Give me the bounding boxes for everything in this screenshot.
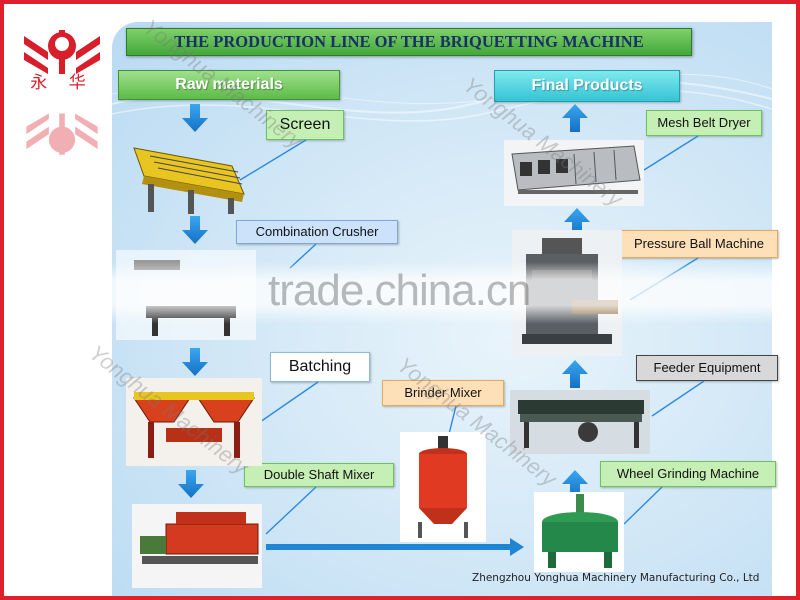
arrow-down-3 (182, 348, 208, 376)
screen-machine (133, 147, 245, 214)
site-watermark: trade.china.cn (268, 266, 531, 315)
diagram-title: THE PRODUCTION LINE OF THE BRIQUETTING M… (126, 28, 692, 56)
batching-machine (126, 378, 262, 466)
flow-arrows (178, 104, 590, 556)
pressure-ball-machine-label: Pressure Ball Machine (620, 230, 778, 258)
arrow-right-long (266, 538, 524, 556)
arrow-up-3 (562, 360, 588, 388)
watermark-band (4, 262, 796, 324)
arrow-down-1 (182, 104, 208, 132)
feeder-equipment-label: Feeder Equipment (636, 355, 778, 381)
mesh-belt-dryer-machine (504, 140, 644, 206)
double-shaft-mixer-label: Double Shaft Mixer (244, 463, 394, 487)
screen-label: Screen (266, 110, 344, 140)
logo-emblem (24, 24, 100, 76)
wheel-grinding-machine (534, 492, 624, 572)
arrow-down-4 (178, 470, 204, 498)
logo-text: 永 华 (30, 73, 94, 93)
wheel-grinding-machine-label: Wheel Grinding Machine (600, 461, 776, 487)
double-shaft-mixer-machine (132, 504, 262, 588)
arrow-up-2 (564, 208, 590, 236)
company-logo (18, 18, 106, 114)
final-products-label: Final Products (494, 70, 680, 102)
arrow-up-4 (562, 470, 588, 498)
raw-materials-label: Raw materials (118, 70, 340, 100)
brinder-mixer-machine (400, 432, 486, 542)
combination-crusher-label: Combination Crusher (236, 220, 398, 244)
brinder-mixer-label: Brinder Mixer (382, 380, 504, 406)
feeder-equipment-machine (510, 390, 650, 454)
logo-reflection (18, 106, 106, 166)
batching-label: Batching (270, 352, 370, 382)
mesh-belt-dryer-label: Mesh Belt Dryer (646, 110, 762, 136)
company-footer: Zhengzhou Yonghua Machinery Manufacturin… (472, 572, 760, 584)
arrow-down-2 (182, 216, 208, 244)
arrow-up-1 (562, 104, 588, 132)
